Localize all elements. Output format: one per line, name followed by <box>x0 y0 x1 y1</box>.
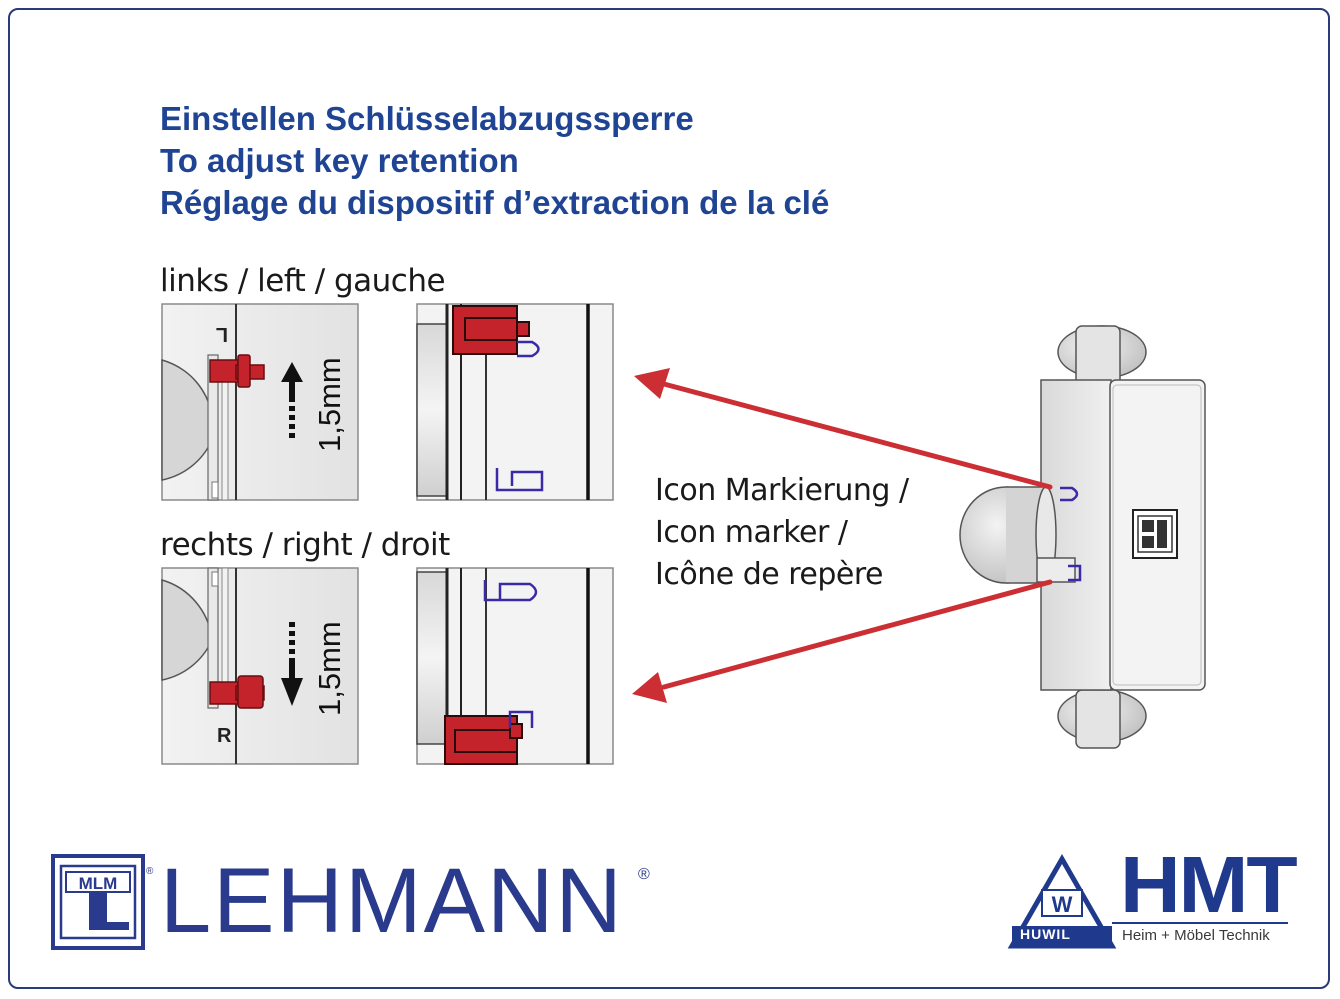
red-clip-right <box>209 675 265 709</box>
marker-label-french: Icône de repère <box>655 557 884 592</box>
marker-label-german: Icon Markierung / <box>655 473 909 508</box>
red-pointer-arrow-bottom <box>632 579 1053 703</box>
red-clip-left <box>209 354 265 388</box>
red-clip-top <box>452 305 530 355</box>
marker-u-icon-left <box>495 468 544 492</box>
lehmann-mark-registered: ® <box>146 866 154 877</box>
right-cylinder-view <box>416 567 614 765</box>
lock-3d-illustration <box>959 325 1206 749</box>
right-adjust-closeup: R 1,5mm <box>161 567 359 765</box>
lehmann-monogram: MLM <box>79 874 118 893</box>
hmt-subtitle: Heim + Möbel Technik <box>1122 927 1270 944</box>
title-german: Einstellen Schlüsselabzugssperre <box>160 100 694 137</box>
measurement-down: 1,5mm <box>312 621 347 716</box>
left-section-label: links / left / gauche <box>160 263 446 299</box>
left-adjust-closeup: L 1,5mm <box>161 303 359 501</box>
huwil-logo-mark: W <box>1007 853 1288 949</box>
right-side-mark: R <box>217 725 232 747</box>
huwil-w-mark: W <box>1052 892 1073 917</box>
lock-marker-square-icon <box>1068 564 1082 582</box>
arrow-down-icon <box>281 622 303 706</box>
right-section-label: rechts / right / droit <box>160 527 450 563</box>
red-clip-bottom <box>444 715 523 765</box>
title-french: Réglage du dispositif d’extraction de la… <box>160 184 830 221</box>
marker-square-icon <box>508 710 534 728</box>
hmt-logo-text: HMT <box>1120 840 1298 929</box>
left-side-mark: L <box>216 323 228 345</box>
title-english: To adjust key retention <box>160 142 519 179</box>
lehmann-logo-text: LEHMANN <box>160 850 624 952</box>
lock-marker-n-icon <box>1060 486 1079 502</box>
left-cylinder-view <box>416 303 614 501</box>
marker-n-icon <box>517 340 540 358</box>
huwil-logo-text: HUWIL <box>1020 926 1071 942</box>
marker-u-icon <box>483 580 538 602</box>
lehmann-registered: ® <box>638 866 650 883</box>
arrow-up-icon <box>281 362 303 438</box>
lehmann-logo-mark: MLM ® <box>51 854 154 950</box>
marker-label-english: Icon marker / <box>655 515 848 550</box>
red-pointer-arrow-top <box>634 368 1053 490</box>
measurement-up: 1,5mm <box>312 357 347 452</box>
